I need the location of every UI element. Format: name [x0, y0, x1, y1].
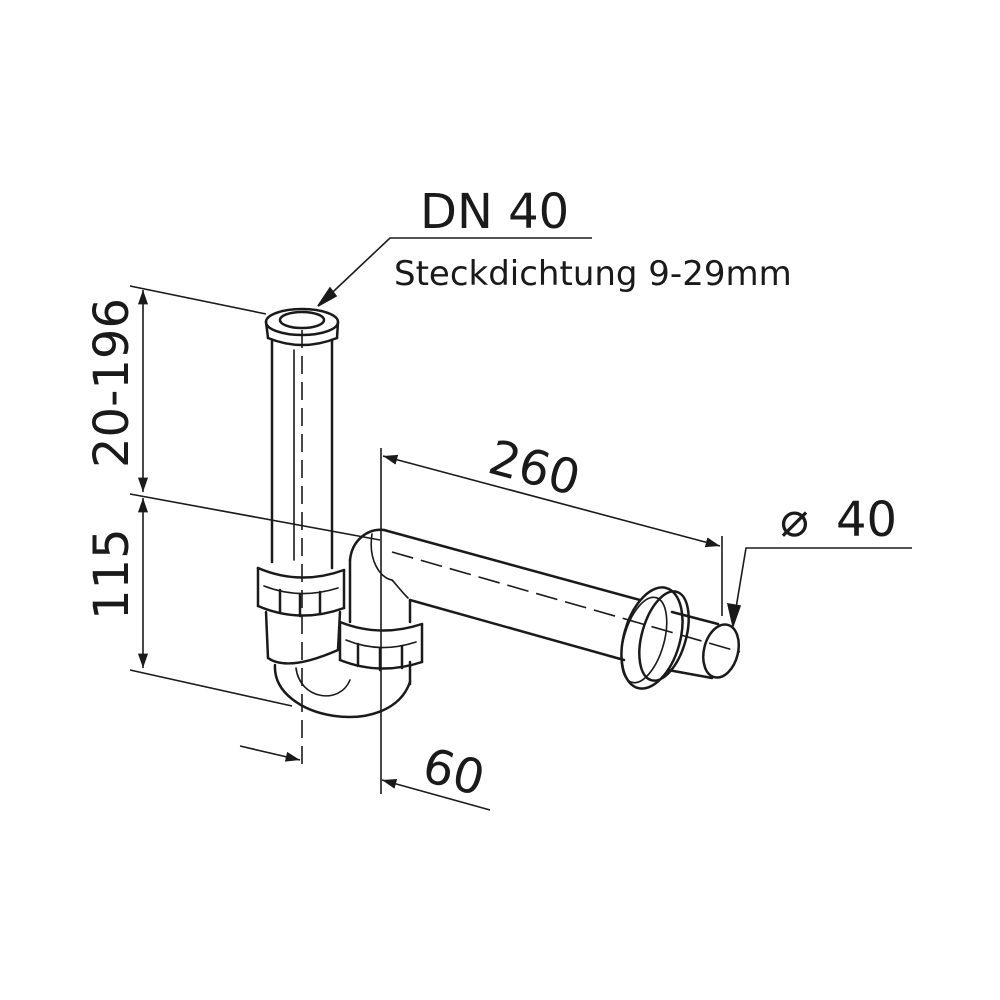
dn-leader-line	[317, 237, 592, 307]
dim-horizontal-length-label: 260	[483, 429, 586, 507]
dim-outlet-diameter-label: 40	[836, 492, 897, 548]
u-bend	[264, 610, 412, 719]
dim-horizontal-length-line	[382, 454, 721, 548]
outlet-rosette	[620, 586, 690, 690]
diameter-symbol: ⌀	[780, 492, 809, 548]
dimension-lines	[129, 237, 912, 811]
dim-adjustable-height-label: 20-196	[84, 298, 140, 468]
outlet-stub	[666, 610, 740, 680]
dim-offset-label: 60	[417, 737, 490, 807]
horizontal-pipe	[348, 528, 642, 662]
diameter-leader-line	[733, 547, 912, 621]
nominal-size-label: DN 40	[420, 184, 569, 240]
union-nut-vertical	[256, 566, 346, 618]
dim-base-height-label: 115	[84, 528, 140, 620]
seal-note-label: Steckdichtung 9-29mm	[394, 254, 792, 294]
